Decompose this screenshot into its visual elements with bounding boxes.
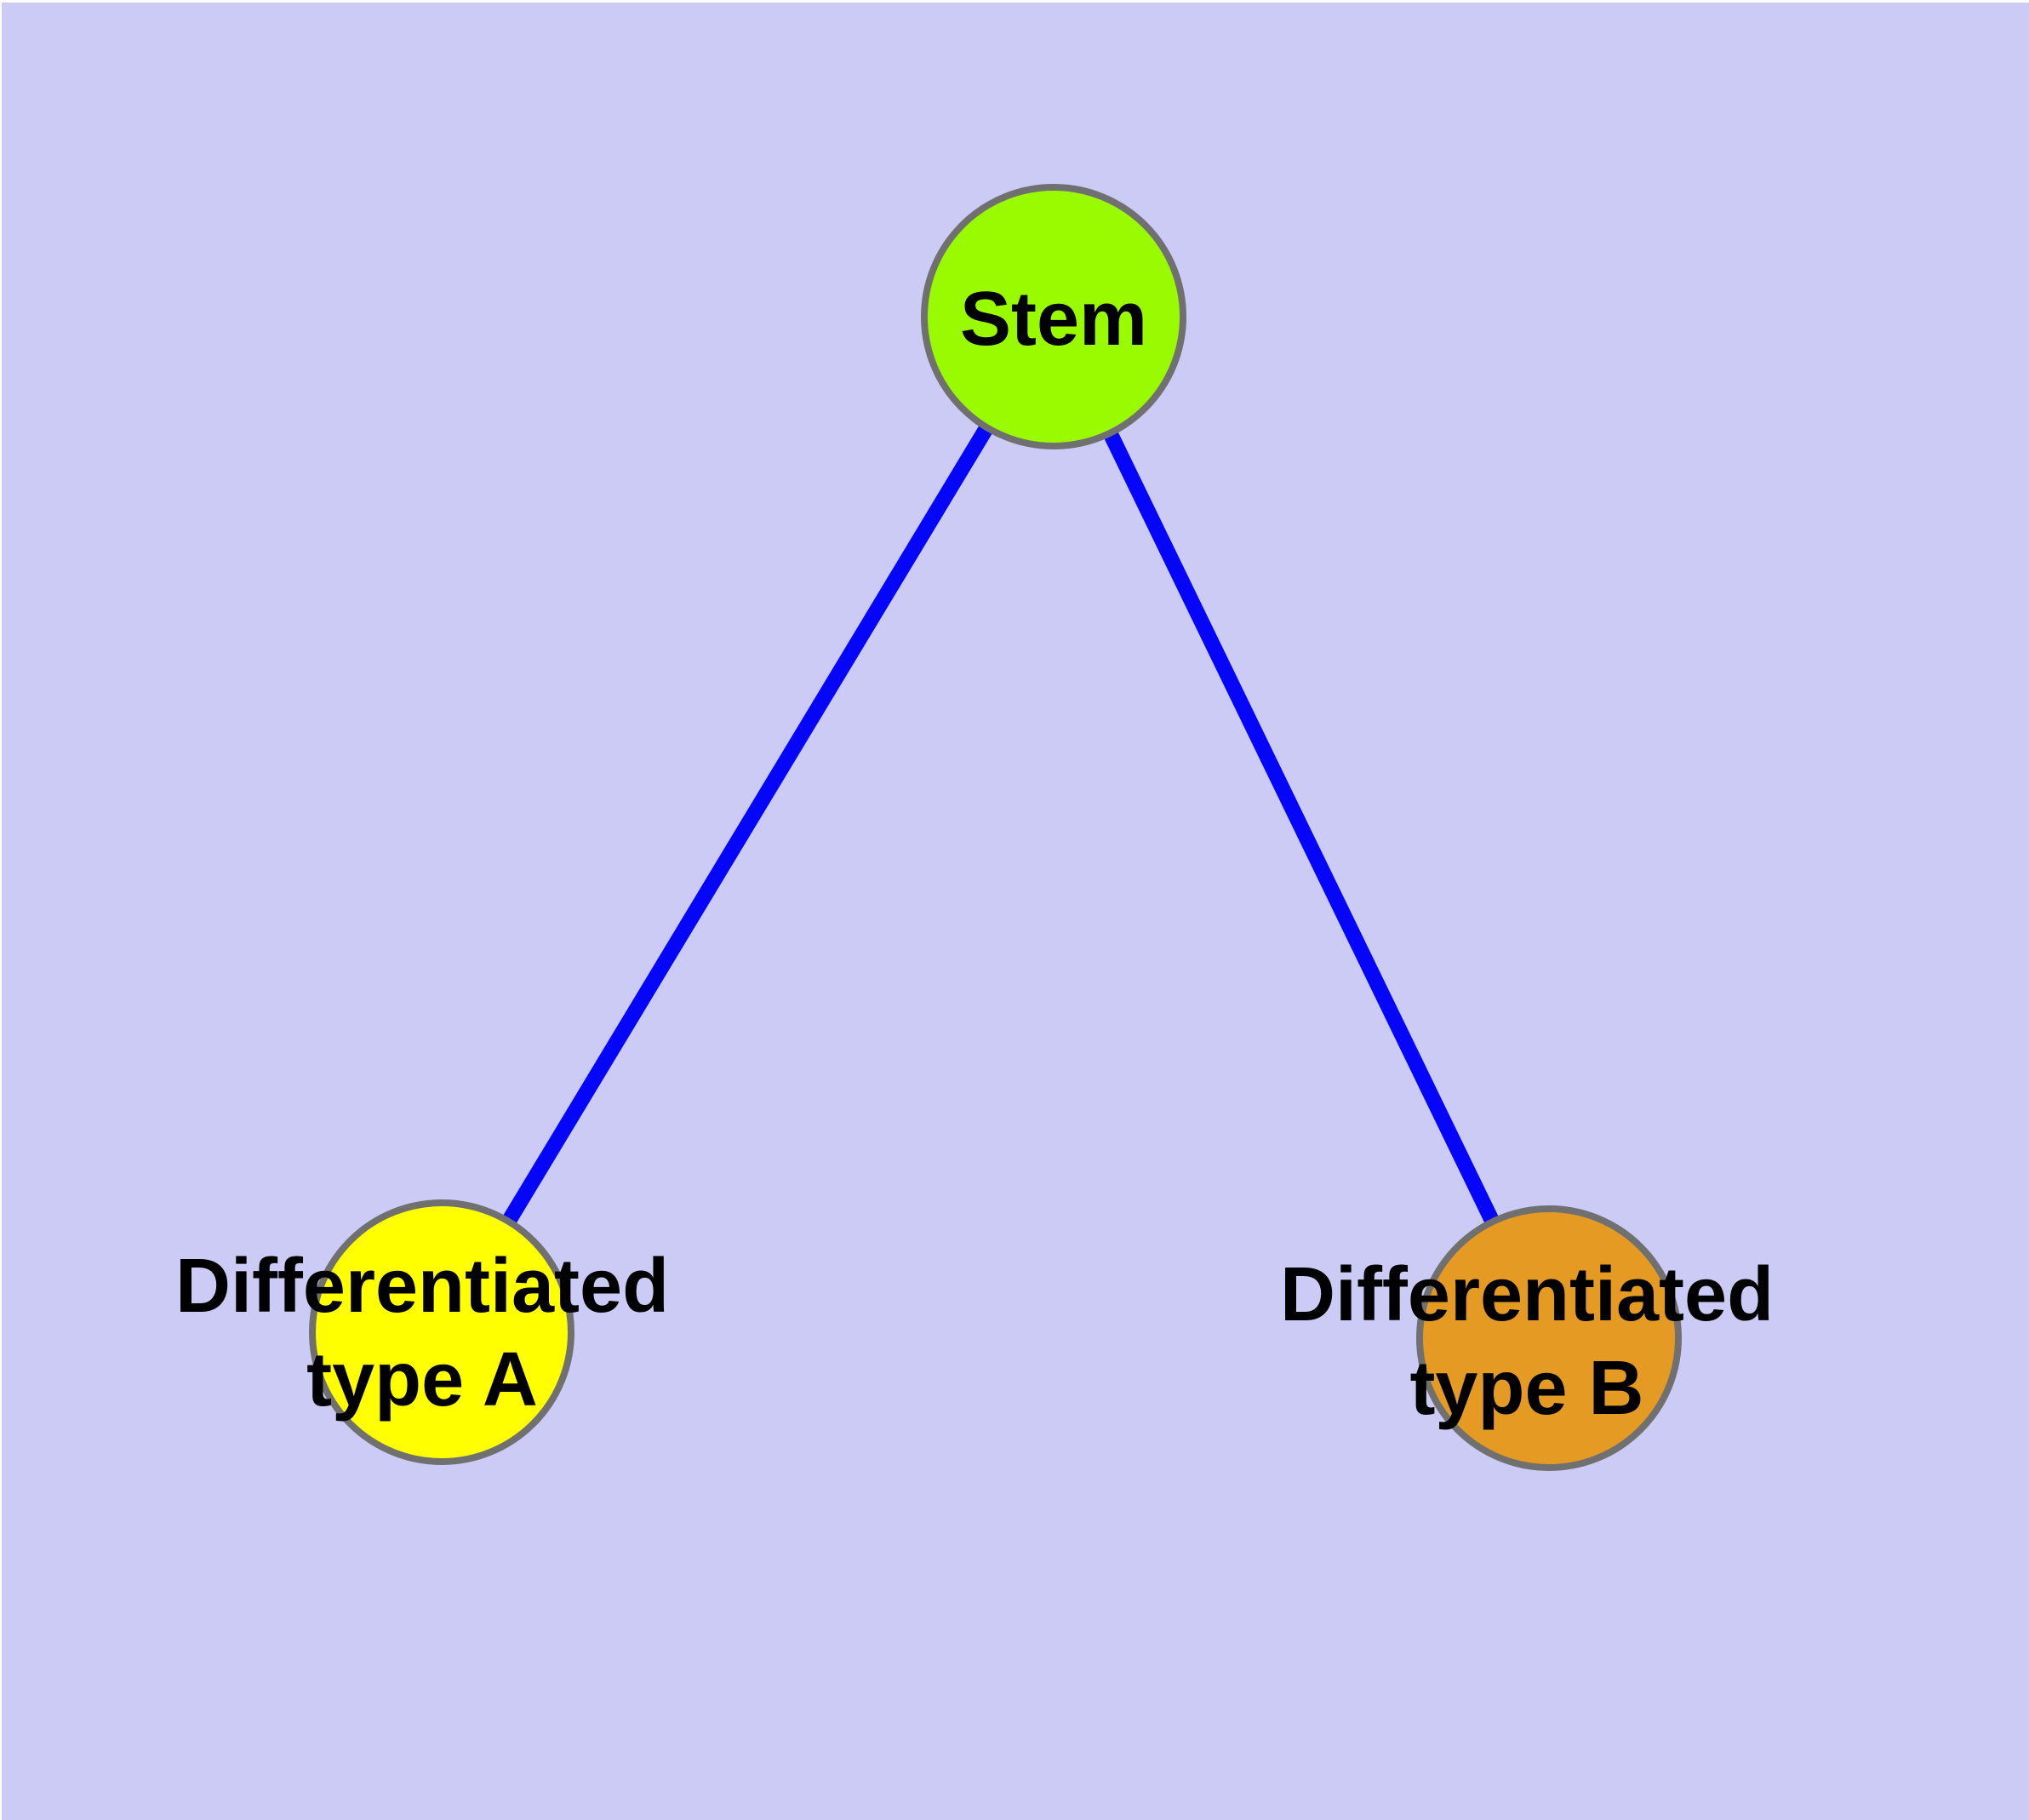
node-type-a: [309, 1199, 574, 1465]
label-stem-text: Stem: [959, 277, 1148, 362]
label-stem: Stem: [960, 272, 1147, 366]
label-type-a-line2: type A: [306, 1337, 538, 1422]
node-type-b: [1416, 1205, 1682, 1471]
label-type-b: Differentiated type B: [1280, 1248, 1774, 1435]
label-type-a-line1: Differentiated: [174, 1244, 670, 1329]
edge-stem-to-type-a: [435, 312, 1060, 1336]
node-stem: [921, 184, 1186, 449]
label-type-b-line1: Differentiated: [1279, 1252, 1775, 1337]
label-type-b-line2: type B: [1409, 1346, 1644, 1431]
edge-stem-to-type-b: [1046, 313, 1557, 1342]
label-type-a: Differentiated type A: [175, 1239, 669, 1427]
